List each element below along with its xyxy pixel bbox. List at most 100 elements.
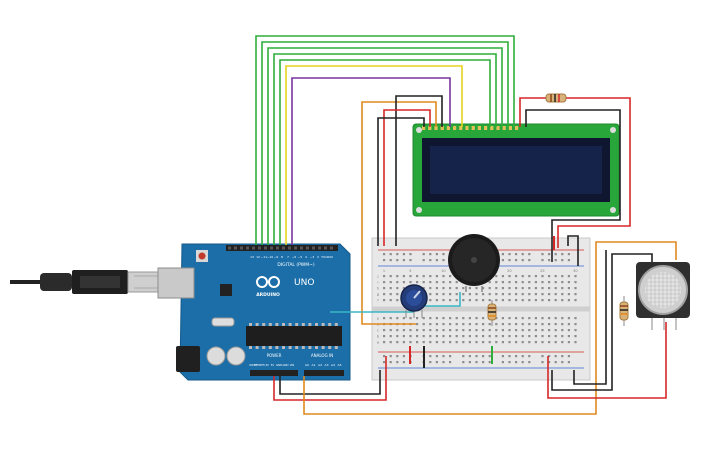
breadboard-hole[interactable] [548,335,551,338]
breadboard-hole[interactable] [383,361,386,364]
breadboard-hole[interactable] [508,259,511,262]
breadboard-hole[interactable] [383,299,386,302]
breadboard-hole[interactable] [396,299,399,302]
potentiometer[interactable] [400,284,428,318]
breadboard-hole[interactable] [449,341,452,344]
breadboard-hole[interactable] [455,287,458,290]
breadboard-hole[interactable] [508,287,511,290]
breadboard-hole[interactable] [541,287,544,290]
breadboard-hole[interactable] [521,355,524,358]
breadboard-hole[interactable] [402,341,405,344]
breadboard-hole[interactable] [442,317,445,320]
breadboard-hole[interactable] [515,341,518,344]
breadboard-hole[interactable] [501,299,504,302]
breadboard-hole[interactable] [501,275,504,278]
breadboard-hole[interactable] [422,323,425,326]
breadboard-hole[interactable] [521,253,524,256]
breadboard-hole[interactable] [396,287,399,290]
breadboard-hole[interactable] [561,275,564,278]
breadboard-hole[interactable] [396,293,399,296]
breadboard-hole[interactable] [548,323,551,326]
breadboard-hole[interactable] [475,361,478,364]
breadboard-hole[interactable] [442,355,445,358]
breadboard-hole[interactable] [501,361,504,364]
breadboard-hole[interactable] [534,275,537,278]
breadboard-hole[interactable] [462,299,465,302]
breadboard-hole[interactable] [442,287,445,290]
breadboard-hole[interactable] [402,275,405,278]
breadboard-hole[interactable] [495,287,498,290]
breadboard-hole[interactable] [501,287,504,290]
breadboard-hole[interactable] [409,317,412,320]
breadboard-hole[interactable] [574,329,577,332]
breadboard-hole[interactable] [475,317,478,320]
breadboard-hole[interactable] [482,299,485,302]
breadboard-hole[interactable] [528,293,531,296]
breadboard-hole[interactable] [482,361,485,364]
breadboard-hole[interactable] [409,281,412,284]
breadboard-hole[interactable] [541,355,544,358]
breadboard-hole[interactable] [389,287,392,290]
breadboard-hole[interactable] [462,329,465,332]
breadboard-hole[interactable] [574,299,577,302]
breadboard-hole[interactable] [528,275,531,278]
breadboard-hole[interactable] [548,361,551,364]
breadboard-hole[interactable] [534,293,537,296]
breadboard-hole[interactable] [455,317,458,320]
breadboard-hole[interactable] [416,323,419,326]
breadboard-hole[interactable] [468,287,471,290]
breadboard-hole[interactable] [534,281,537,284]
breadboard-hole[interactable] [449,293,452,296]
breadboard-hole[interactable] [508,281,511,284]
breadboard-hole[interactable] [554,317,557,320]
breadboard-hole[interactable] [468,329,471,332]
breadboard-hole[interactable] [383,317,386,320]
breadboard-hole[interactable] [528,259,531,262]
breadboard-hole[interactable] [554,281,557,284]
breadboard-hole[interactable] [488,287,491,290]
breadboard-hole[interactable] [383,329,386,332]
breadboard-hole[interactable] [554,293,557,296]
breadboard-hole[interactable] [383,259,386,262]
breadboard-hole[interactable] [422,287,425,290]
breadboard-hole[interactable] [515,323,518,326]
breadboard-hole[interactable] [402,287,405,290]
breadboard-hole[interactable] [515,317,518,320]
breadboard-hole[interactable] [468,335,471,338]
breadboard-hole[interactable] [488,355,491,358]
breadboard-hole[interactable] [508,329,511,332]
breadboard-hole[interactable] [501,253,504,256]
breadboard-hole[interactable] [383,293,386,296]
breadboard-hole[interactable] [554,335,557,338]
breadboard-hole[interactable] [574,293,577,296]
breadboard-hole[interactable] [521,323,524,326]
breadboard-hole[interactable] [488,299,491,302]
breadboard-hole[interactable] [389,317,392,320]
breadboard-hole[interactable] [409,329,412,332]
breadboard-hole[interactable] [548,275,551,278]
breadboard-hole[interactable] [435,335,438,338]
breadboard-hole[interactable] [429,253,432,256]
breadboard-hole[interactable] [561,317,564,320]
breadboard-hole[interactable] [442,299,445,302]
breadboard-hole[interactable] [574,287,577,290]
breadboard-hole[interactable] [574,317,577,320]
breadboard-hole[interactable] [435,299,438,302]
breadboard-hole[interactable] [435,341,438,344]
breadboard-hole[interactable] [402,317,405,320]
breadboard-hole[interactable] [488,323,491,326]
breadboard-hole[interactable] [442,281,445,284]
breadboard-hole[interactable] [528,329,531,332]
breadboard-hole[interactable] [515,355,518,358]
breadboard-hole[interactable] [508,341,511,344]
breadboard-hole[interactable] [501,281,504,284]
breadboard-hole[interactable] [548,329,551,332]
breadboard-hole[interactable] [442,323,445,326]
breadboard-hole[interactable] [567,299,570,302]
breadboard-hole[interactable] [409,253,412,256]
breadboard-hole[interactable] [449,361,452,364]
breadboard-hole[interactable] [389,355,392,358]
breadboard-hole[interactable] [495,293,498,296]
breadboard-hole[interactable] [468,323,471,326]
breadboard-hole[interactable] [501,355,504,358]
